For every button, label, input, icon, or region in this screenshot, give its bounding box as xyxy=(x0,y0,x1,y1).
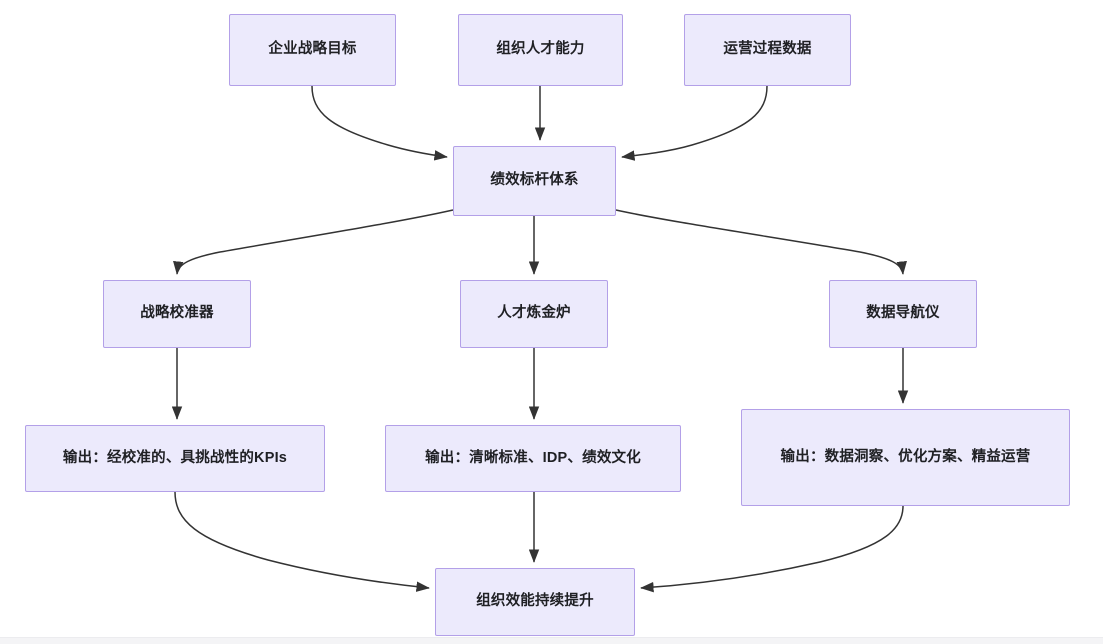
edge-benchmark-to-aligner xyxy=(173,209,454,275)
edge-kpi-output-to-goal xyxy=(174,491,430,592)
node-label: 企业战略目标 xyxy=(268,41,357,58)
node-label: 组织人才能力 xyxy=(496,41,585,58)
bottom-border-band xyxy=(0,637,1103,644)
node-output-insights[interactable]: 输出：数据洞察、优化方案、精益运营 xyxy=(741,409,1070,506)
node-talent-crucible[interactable]: 人才炼金炉 xyxy=(460,280,608,348)
node-label: 组织效能持续提升 xyxy=(476,593,594,610)
node-label: 绩效标杆体系 xyxy=(490,172,579,189)
node-org-effectiveness-goal[interactable]: 组织效能持续提升 xyxy=(435,568,635,636)
edge-insight-output-to-goal xyxy=(640,505,904,593)
node-label: 数据导航仪 xyxy=(866,305,940,322)
node-label: 输出：数据洞察、优化方案、精益运营 xyxy=(780,448,1031,465)
edge-operations-to-benchmark xyxy=(621,85,768,161)
edge-benchmark-to-navigator xyxy=(615,209,907,275)
node-performance-benchmark-system[interactable]: 绩效标杆体系 xyxy=(453,146,616,216)
node-output-standards[interactable]: 输出：清晰标准、IDP、绩效文化 xyxy=(385,425,681,492)
node-data-navigator[interactable]: 数据导航仪 xyxy=(829,280,977,348)
edge-strategy-to-benchmark xyxy=(311,85,448,161)
node-output-kpis[interactable]: 输出：经校准的、具挑战性的KPIs xyxy=(25,425,325,492)
node-talent-capability[interactable]: 组织人才能力 xyxy=(458,14,623,86)
node-label: 人才炼金炉 xyxy=(497,305,571,322)
node-label: 运营过程数据 xyxy=(723,41,812,58)
node-strategy-aligner[interactable]: 战略校准器 xyxy=(103,280,251,348)
node-label: 战略校准器 xyxy=(140,305,214,322)
node-strategy-goal[interactable]: 企业战略目标 xyxy=(229,14,396,86)
node-operation-data[interactable]: 运营过程数据 xyxy=(684,14,851,86)
node-label: 输出：清晰标准、IDP、绩效文化 xyxy=(425,449,641,466)
node-label: 输出：经校准的、具挑战性的KPIs xyxy=(62,449,288,466)
